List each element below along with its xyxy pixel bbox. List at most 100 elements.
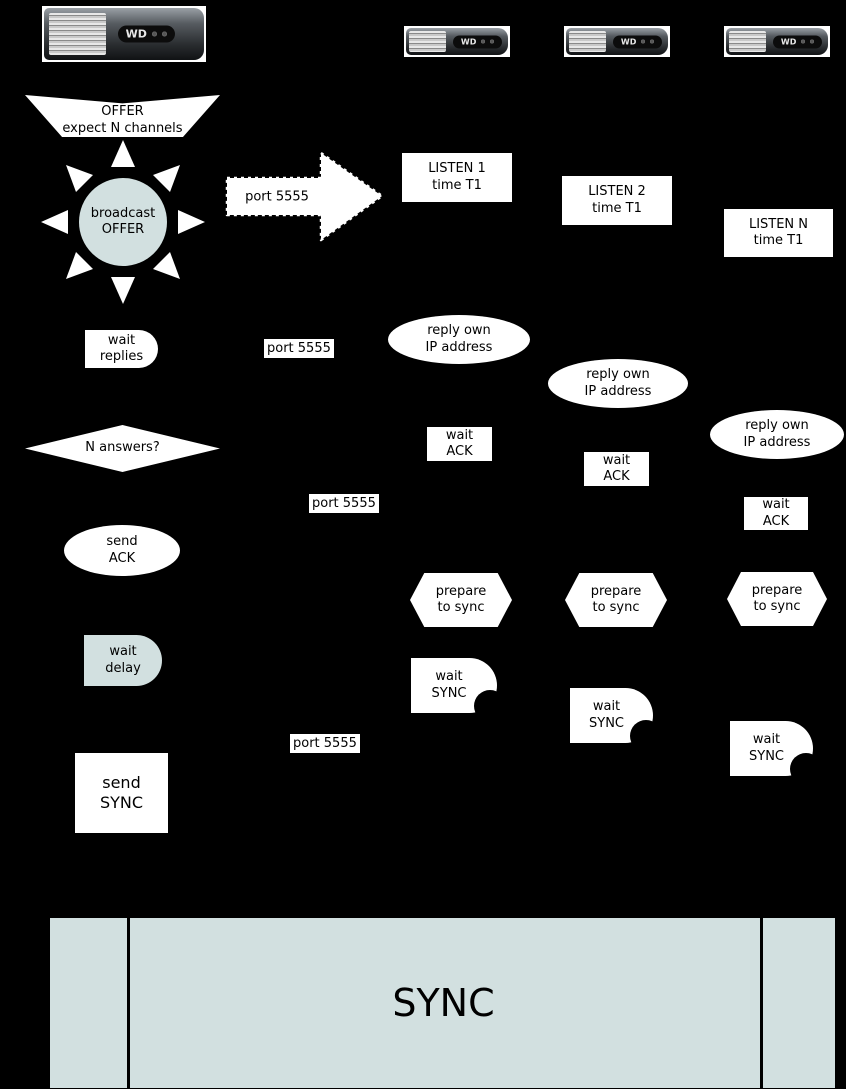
wait-replies-line2: replies [99,349,144,364]
listen-2-node: LISTEN 2 time T1 [562,176,672,225]
n-answers-decision-node: N answers? [25,425,220,472]
listen-1-line2: time T1 [432,177,482,193]
wait-sync-1-line2: SYNC [431,685,467,701]
client-device-2-image: WD [564,26,670,57]
wait-ack-2-node: wait ACK [584,452,649,486]
wait-delay-line2: delay [105,660,141,676]
wait-sync-n-line2: SYNC [749,748,784,764]
prepare-n-line2: to sync [753,599,801,614]
reply-ip-1-node: reply own IP address [388,315,530,364]
reply-1-line1: reply own [427,323,491,339]
wd-logo: WD [620,37,637,46]
offer-banner-node: OFFER expect N channels [25,95,220,137]
listen-n-line2: time T1 [753,233,804,248]
right-arrow-icon [225,151,384,242]
broadcast-offer-node: broadcast OFFER [38,137,208,307]
prepare-sync-2-node: prepare to sync [565,573,667,627]
send-sync-line2: SYNC [99,793,144,812]
prepare-sync-1-node: prepare to sync [410,573,512,627]
listen-1-node: LISTEN 1 time T1 [402,153,512,202]
sun-rays-icon [41,140,205,304]
device-button-icon [481,39,486,44]
reply-1-line2: IP address [425,339,493,355]
prepare-1-line2: to sync [437,600,485,615]
device-front-panel: WD [772,35,823,48]
listen-2-line1: LISTEN 2 [588,184,646,200]
offer-line2: expect N channels [62,120,183,136]
prepare-sync-n-node: prepare to sync [727,572,827,626]
notch-cutout [790,753,822,785]
reply-2-line1: reply own [586,367,650,383]
wait-sync-n-node: wait SYNC [730,721,822,785]
wait-ack-n-line2: ACK [762,513,790,529]
broadcast-arrow-label: port 5555 [245,189,309,204]
device-button-icon [650,39,655,44]
wait-sync-2-node: wait SYNC [570,688,662,752]
sync-bar-label: SYNC [392,981,495,1025]
device-button-icon [641,39,646,44]
notch-cutout [630,720,662,752]
port-label-1: port 5555 [264,339,334,358]
notch-cutout [474,690,506,722]
wait-ack-n-line1: wait [762,497,790,513]
prepare-2-line2: to sync [592,600,640,615]
listen-n-node: LISTEN N time T1 [724,209,833,257]
device-body: WD [44,8,204,60]
broadcast-arrow: port 5555 [225,148,385,245]
wd-logo: WD [780,37,797,46]
wait-ack-2-line1: wait [602,452,631,468]
master-device-image: WD [42,6,206,62]
device-front-panel: WD [117,25,175,43]
send-ack-line1: send [106,534,138,550]
send-sync-node: send SYNC [75,753,168,833]
wd-logo: WD [125,27,147,41]
reply-ip-n-node: reply own IP address [710,410,844,459]
wait-replies-node: wait replies [85,330,158,368]
device-body: WD [406,28,508,55]
reply-2-line2: IP address [584,383,652,399]
port-label-3: port 5555 [290,734,360,753]
reply-n-line2: IP address [743,434,811,450]
wait-sync-1-node: wait SYNC [411,658,506,722]
broadcast-offer-label: broadcast OFFER [38,137,208,307]
device-sticker [729,30,766,53]
device-button-icon [801,39,806,44]
broadcast-line1: broadcast [90,205,156,221]
wait-ack-2-line2: ACK [603,469,630,484]
wait-delay-line1: wait [109,644,137,660]
wait-sync-2-line2: SYNC [589,715,624,731]
device-button-icon [810,39,815,44]
wd-logo: WD [460,37,477,46]
prepare-2-line1: prepare [590,583,642,599]
wait-ack-1-node: wait ACK [427,427,492,461]
listen-2-line2: time T1 [592,200,642,216]
listen-n-line1: LISTEN N [748,216,809,232]
broadcast-line2: OFFER [101,222,145,237]
send-sync-line1: send [102,773,141,792]
prepare-n-line1: prepare [751,582,803,598]
device-button-icon [490,39,495,44]
n-answers-label: N answers? [85,440,160,456]
listen-1-line1: LISTEN 1 [428,161,486,177]
wait-ack-n-node: wait ACK [744,497,808,530]
client-device-n-image: WD [724,26,830,57]
wait-ack-1-line1: wait [445,427,474,443]
wait-sync-1-line1: wait [435,669,463,685]
send-ack-line2: ACK [108,550,136,566]
device-sticker [409,30,446,53]
wait-replies-line1: wait [107,332,136,348]
device-body: WD [726,28,828,55]
sync-timeline-bar: SYNC [50,918,835,1088]
device-button-icon [161,31,167,37]
device-sticker [48,13,107,55]
reply-ip-2-node: reply own IP address [548,359,688,408]
prepare-1-line1: prepare [435,583,487,599]
wait-ack-1-line2: ACK [446,444,473,459]
device-button-icon [151,31,157,37]
device-body: WD [566,28,668,55]
send-ack-node: send ACK [64,525,180,576]
device-sticker [569,30,606,53]
sync-bar-divider [760,918,763,1088]
client-device-1-image: WD [404,26,510,57]
